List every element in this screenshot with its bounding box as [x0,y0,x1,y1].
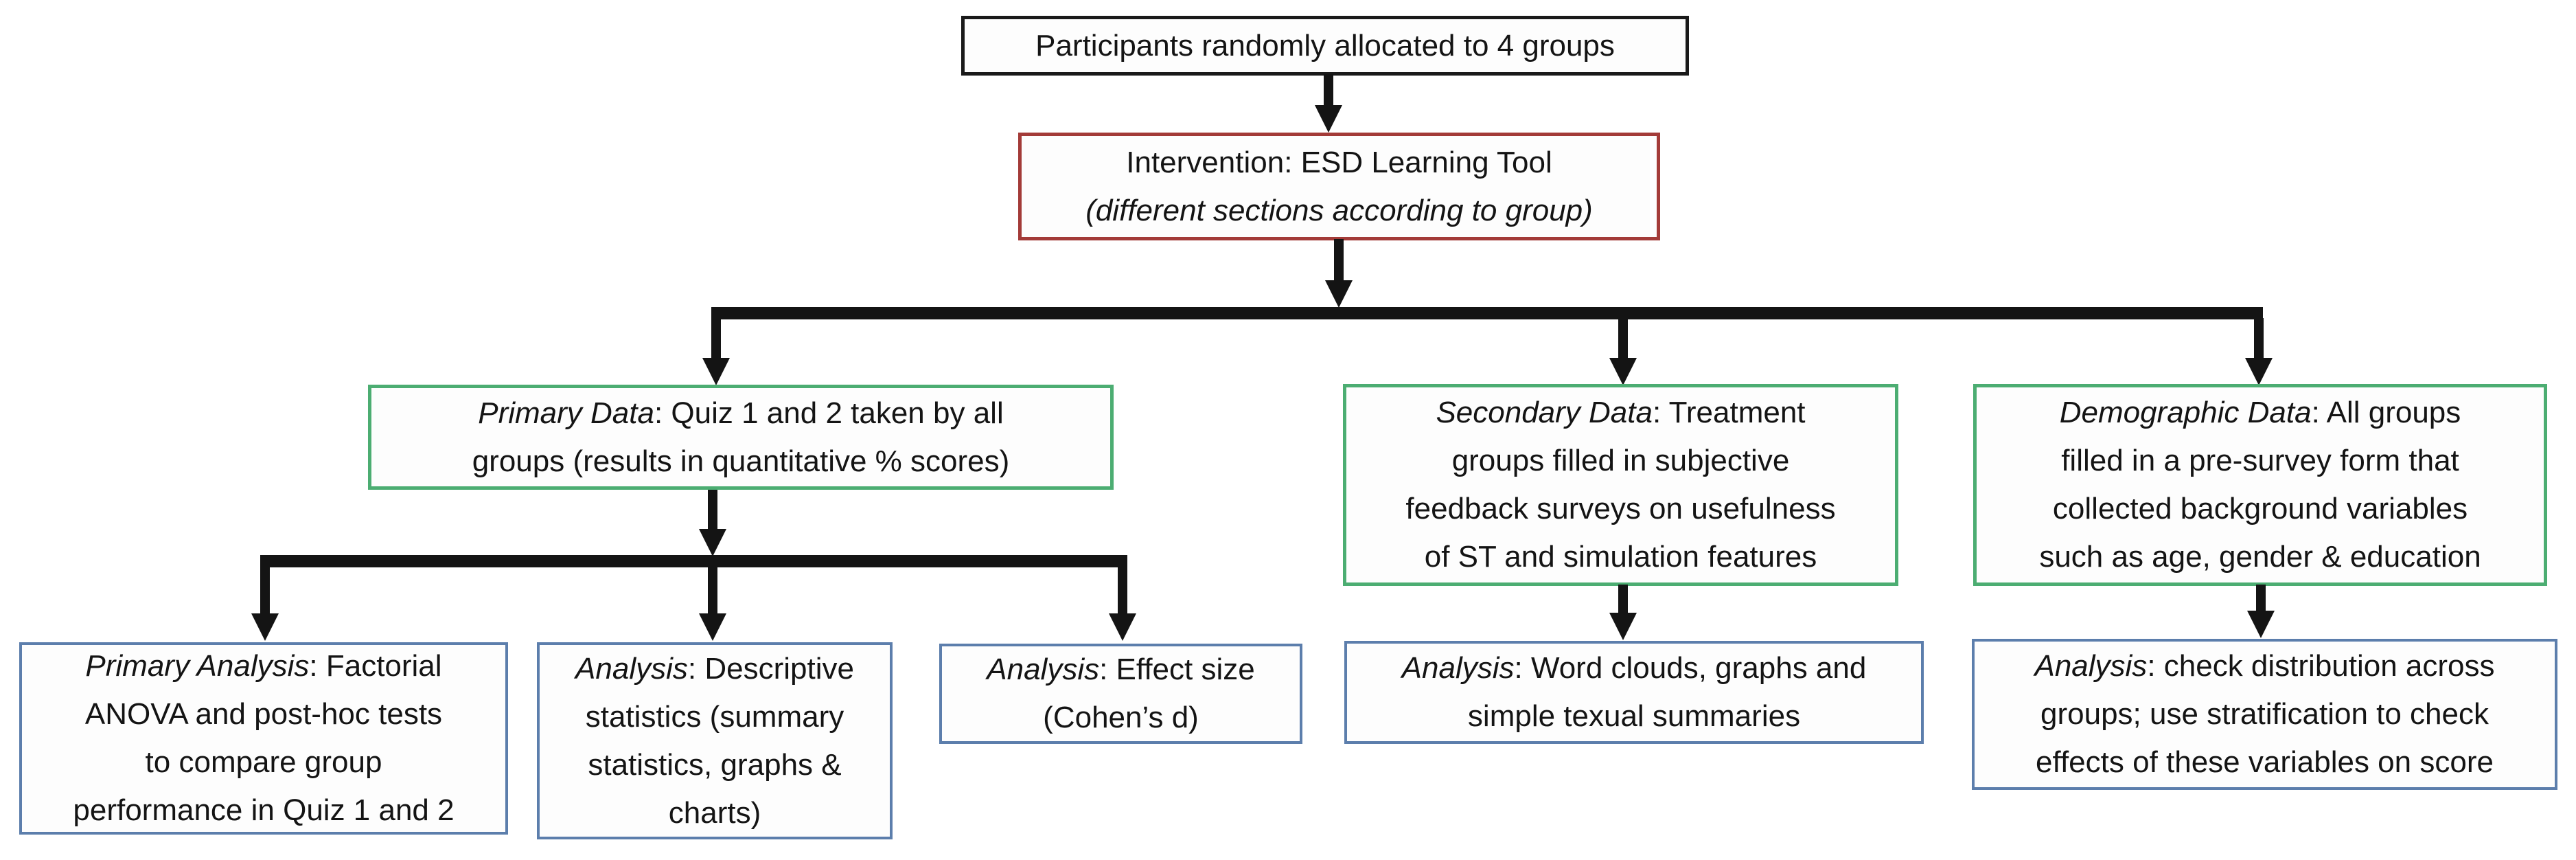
arrow-demographic-to-distribution-line [2256,585,2266,613]
intervention-box: Intervention: ESD Learning Tool (differen… [1018,133,1660,240]
level2-connector-bar [260,555,1127,567]
descriptive-analysis-body: : Descriptive statistics (summary statis… [585,651,854,830]
arrow-secondary-to-wordcloud-head [1609,613,1637,640]
arrow-to-secondary-data-head [1609,358,1637,385]
arrow-participants-to-intervention-head [1315,105,1342,133]
arrow-to-primary-data-line [711,318,721,359]
arrow-to-effect-size-head [1109,613,1136,641]
primary-analysis-label: Primary Analysis [85,649,310,683]
effect-size-analysis-label: Analysis [987,653,1100,686]
primary-analysis-box: Primary Analysis: Factorial ANOVA and po… [19,642,508,835]
intervention-line1: Intervention: ESD Learning Tool [1126,145,1552,179]
participants-text: Participants randomly allocated to 4 gro… [1035,28,1615,63]
descriptive-analysis-box: Analysis: Descriptive statistics (summar… [537,642,893,839]
demographic-data-body: : All groups filled in a pre-survey form… [2039,396,2481,574]
effect-size-analysis-box: Analysis: Effect size (Cohen’s d) [939,644,1302,744]
arrow-secondary-to-wordcloud-line [1618,585,1628,615]
arrow-demographic-to-distribution-head [2247,611,2275,638]
wordcloud-analysis-box: Analysis: Word clouds, graphs and simple… [1344,641,1924,744]
arrow-intervention-to-bar-line [1334,239,1344,282]
primary-analysis-text: Primary Analysis: Factorial ANOVA and po… [73,642,454,835]
arrow-intervention-to-bar-head [1325,280,1353,308]
descriptive-analysis-label: Analysis [575,651,688,686]
secondary-data-label: Secondary Data [1436,396,1653,429]
demographic-data-label: Demographic Data [2059,396,2312,429]
secondary-data-body: : Treatment groups filled in subjective … [1405,396,1836,574]
effect-size-analysis-body: : Effect size (Cohen’s d) [1043,653,1255,734]
arrow-to-secondary-data-line [1618,318,1628,359]
demographic-data-text: Demographic Data: All groups filled in a… [2039,389,2481,581]
wordcloud-analysis-body: : Word clouds, graphs and simple texual … [1467,651,1867,733]
wordcloud-analysis-label: Analysis [1401,651,1515,685]
arrow-to-demographic-data-line [2254,318,2264,359]
primary-analysis-body: : Factorial ANOVA and post-hoc tests to … [73,649,455,827]
secondary-data-text: Secondary Data: Treatment groups filled … [1405,389,1835,581]
wordcloud-analysis-text: Analysis: Word clouds, graphs and simple… [1402,644,1867,740]
arrow-primary-data-to-bar-line [708,490,717,531]
intervention-text: Intervention: ESD Learning Tool (differen… [1085,139,1593,235]
primary-data-label: Primary Data [478,396,654,430]
arrow-participants-to-intervention-line [1324,74,1333,109]
primary-data-body: : Quiz 1 and 2 taken by all groups (resu… [472,396,1010,478]
distribution-analysis-box: Analysis: check distribution across grou… [1972,639,2557,790]
effect-size-analysis-text: Analysis: Effect size (Cohen’s d) [987,646,1254,742]
descriptive-analysis-text: Analysis: Descriptive statistics (summar… [575,645,854,837]
arrow-primary-data-to-bar-head [699,529,726,556]
intervention-line2: (different sections according to group) [1085,193,1593,227]
level1-connector-bar [711,307,2263,319]
distribution-analysis-text: Analysis: check distribution across grou… [2034,642,2494,787]
arrow-to-descriptive-analysis-head [699,613,726,641]
arrow-to-primary-data-head [702,358,730,385]
demographic-data-box: Demographic Data: All groups filled in a… [1973,384,2547,586]
primary-data-text: Primary Data: Quiz 1 and 2 taken by all … [472,389,1010,486]
arrow-to-descriptive-analysis-line [708,566,717,614]
arrow-to-effect-size-line [1118,566,1127,614]
arrow-to-primary-analysis-line [260,566,270,614]
distribution-analysis-body: : check distribution across groups; use … [2036,649,2495,779]
primary-data-box: Primary Data: Quiz 1 and 2 taken by all … [368,385,1114,490]
secondary-data-box: Secondary Data: Treatment groups filled … [1343,384,1898,586]
arrow-to-primary-analysis-head [251,613,279,641]
distribution-analysis-label: Analysis [2034,649,2148,683]
participants-box: Participants randomly allocated to 4 gro… [961,16,1689,76]
arrow-to-demographic-data-head [2245,358,2273,385]
